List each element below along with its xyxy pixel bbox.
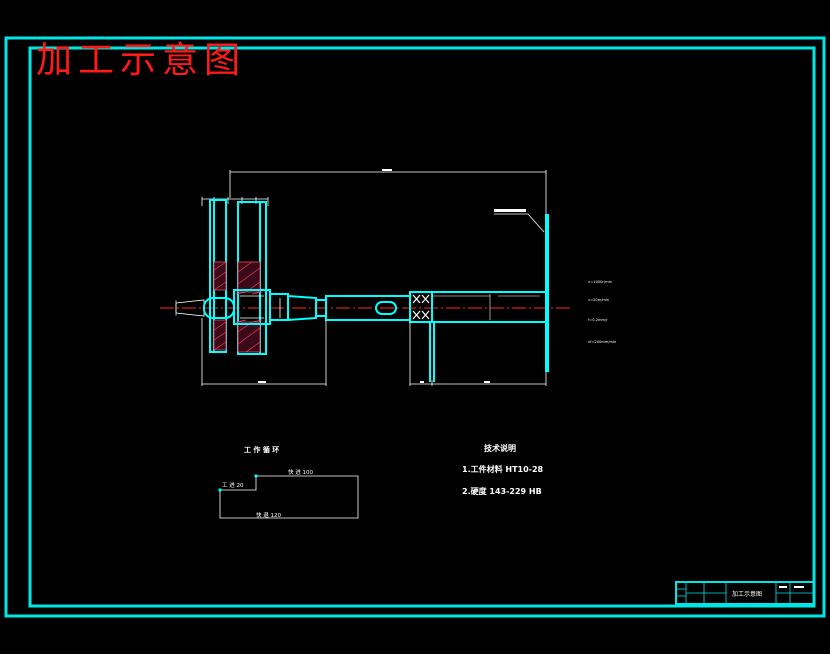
title-block xyxy=(675,581,815,605)
cutting-params: n=1000r/min v=20m/min f=0.2mm/r vf=200mm… xyxy=(588,280,616,344)
workpiece xyxy=(209,199,267,355)
param-speed: n=1000r/min xyxy=(588,280,612,284)
bottom-dimensions xyxy=(201,318,547,386)
tech-note-2: 2.硬度 143-229 HB xyxy=(462,486,542,496)
overall-dimension xyxy=(229,170,547,218)
spindle-inner-dim xyxy=(432,294,540,320)
title-block-cells xyxy=(779,586,804,588)
drill-tool xyxy=(175,289,327,325)
spindle-leader xyxy=(494,213,545,233)
tech-notes-heading: 技术说明 xyxy=(484,443,516,453)
bottom-dimension-texts xyxy=(258,381,490,383)
overall-dimension-text xyxy=(382,169,392,171)
drawing-title: 加工示意图 xyxy=(36,40,246,81)
param-feed-rate: vf=200mm/min xyxy=(588,340,616,344)
tool-details xyxy=(240,295,281,319)
work-cycle-start xyxy=(254,474,258,478)
param-feed: f=0.2mm/r xyxy=(588,318,608,322)
param-cutting-speed: v=20m/min xyxy=(588,298,609,302)
inner-frame xyxy=(28,46,816,608)
outer-frame xyxy=(4,36,826,618)
bearing-marks xyxy=(412,294,430,320)
work-cycle-heading: 工 作 循 环 xyxy=(244,445,279,454)
tech-note-1: 1.工件材料 HT10-28 xyxy=(462,464,544,474)
work-cycle-turn xyxy=(218,488,222,492)
work-cycle-work-feed: 工 进 20 xyxy=(222,481,244,489)
work-cycle-fast-return: 快 退 120 xyxy=(256,511,281,519)
work-cycle-fast-forward: 快 进 100 xyxy=(288,468,313,476)
tool-hatch xyxy=(235,291,263,323)
title-block-name: 加工示意图 xyxy=(732,590,762,598)
spindle-label xyxy=(494,209,526,212)
work-cycle-diagram xyxy=(219,475,359,519)
spindle-head xyxy=(409,214,549,382)
